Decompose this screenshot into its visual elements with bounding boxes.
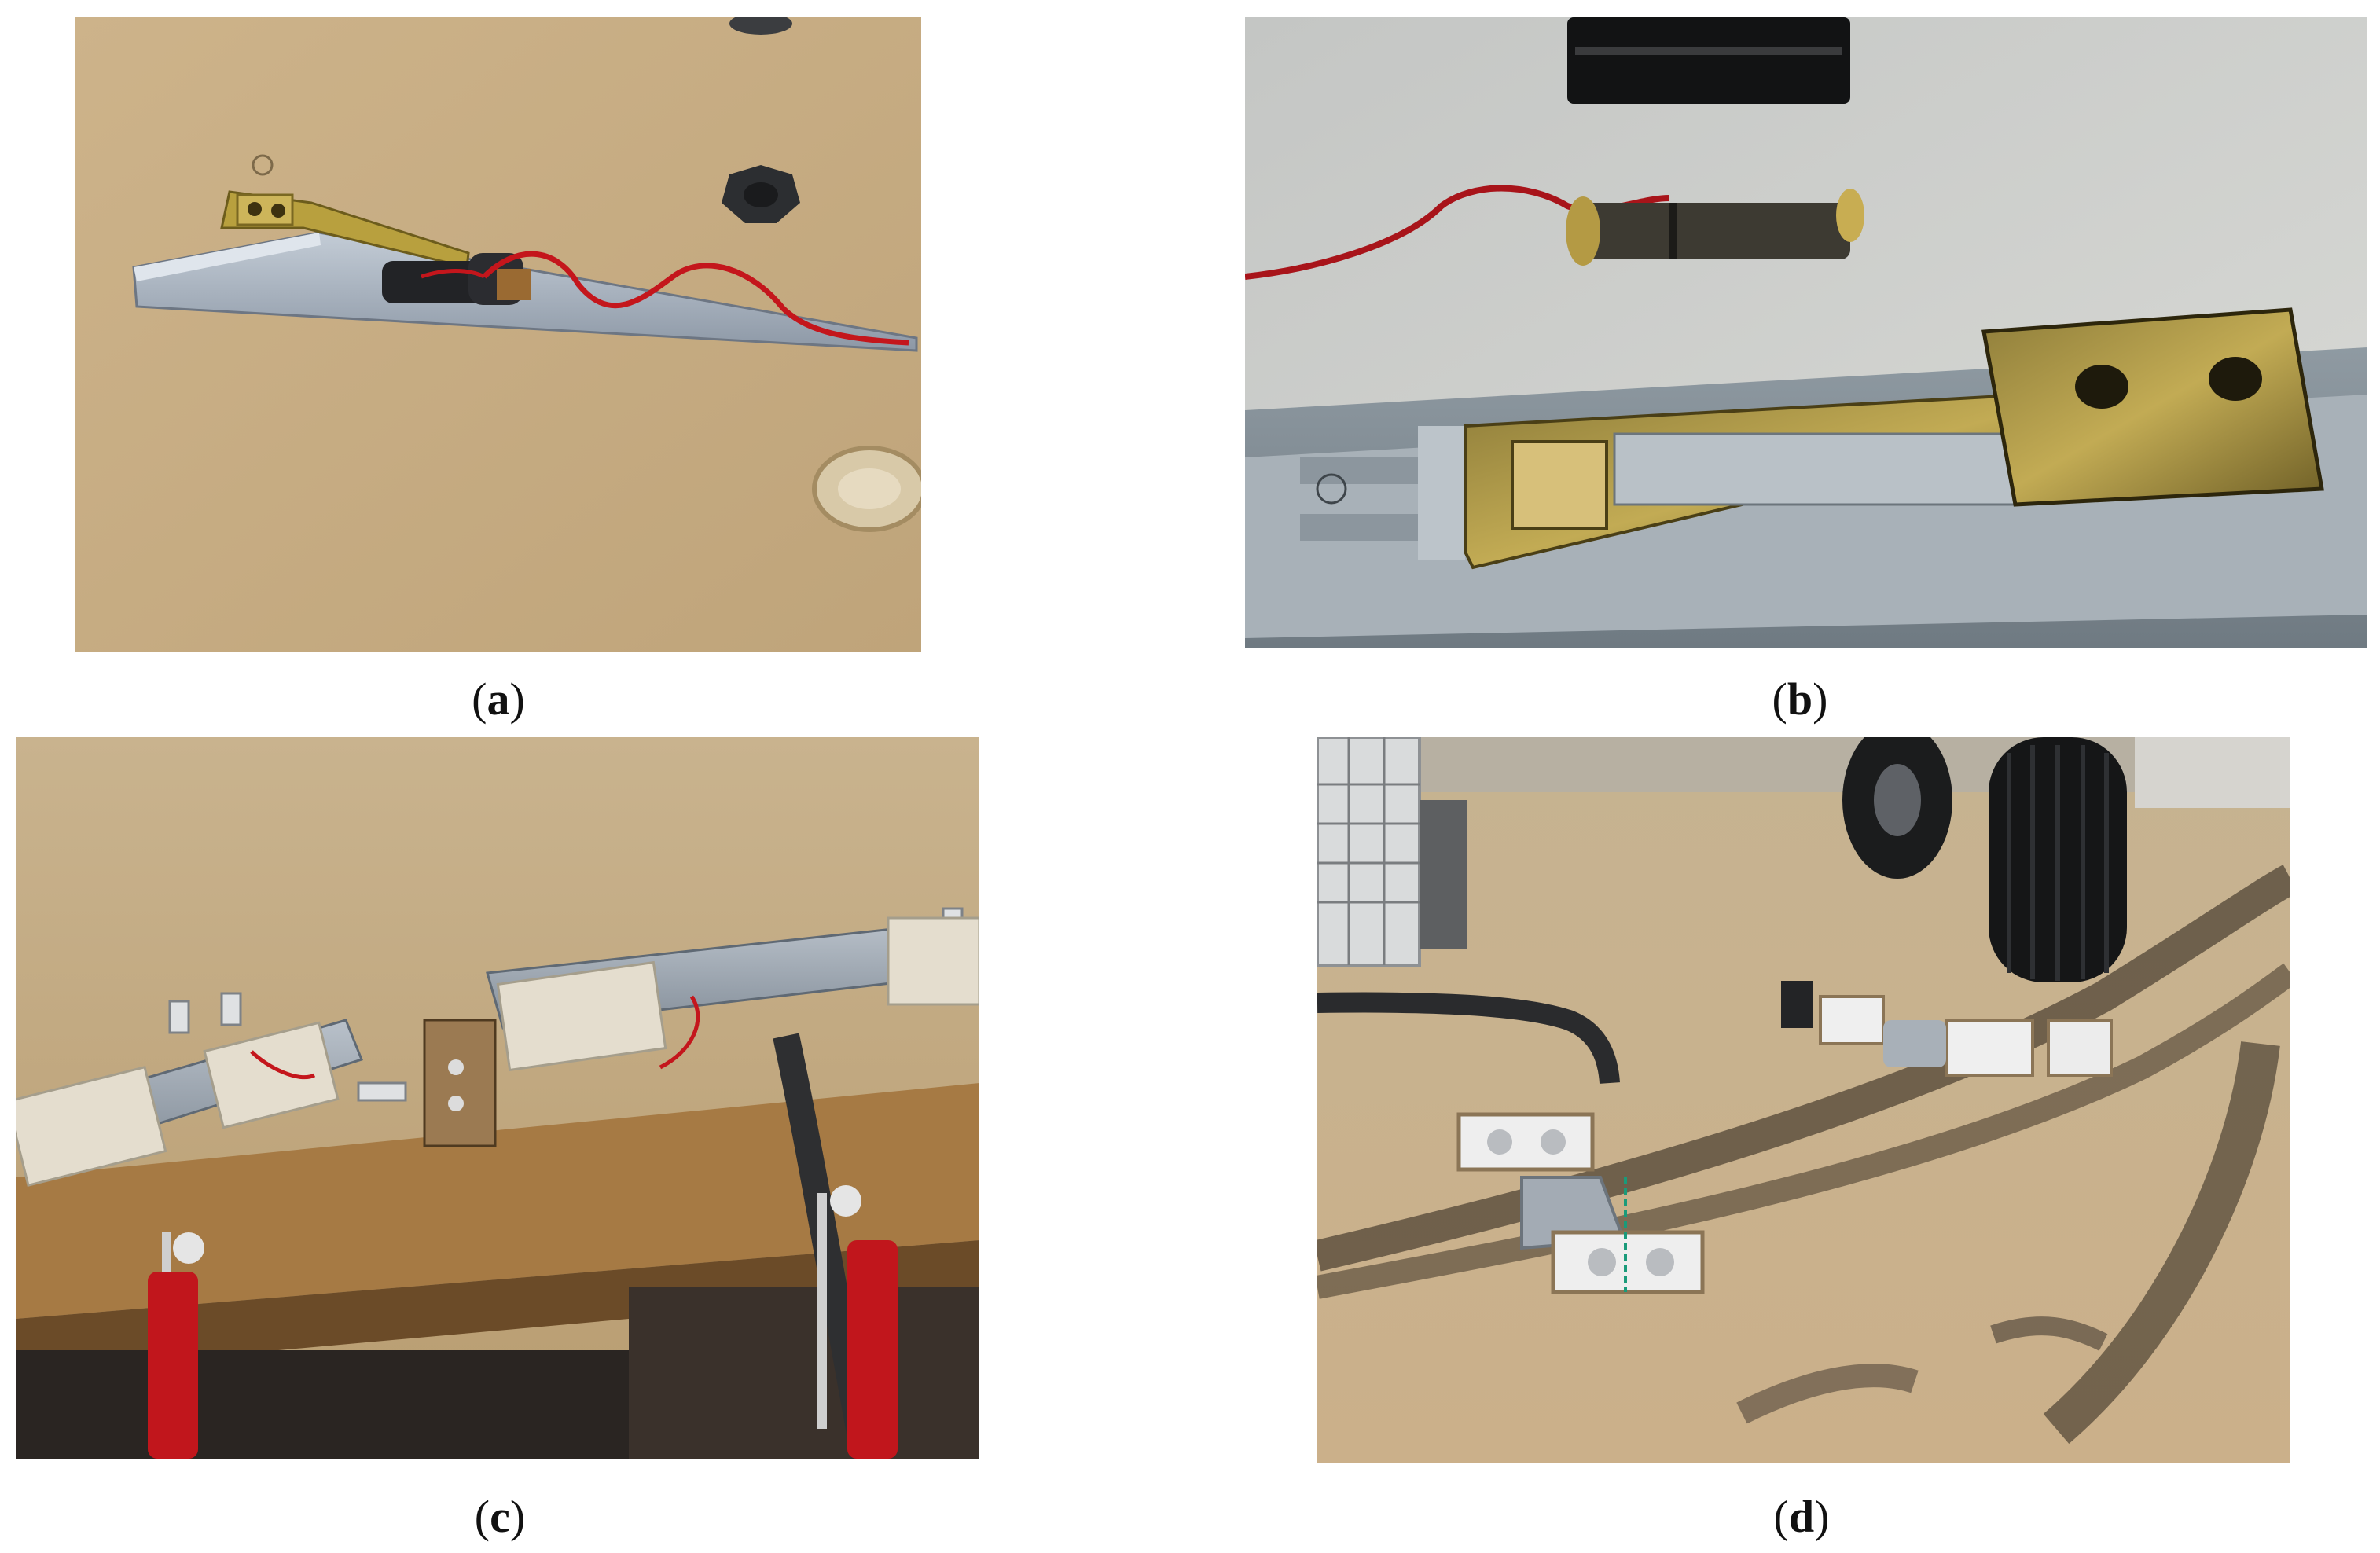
caption-letter: a [487, 674, 510, 725]
caption-c: (c) [421, 1485, 578, 1548]
caption-close-paren: ) [1814, 1491, 1830, 1542]
caption-open-paren: ( [1772, 674, 1787, 725]
caption-open-paren: ( [472, 674, 487, 725]
caption-letter: c [490, 1491, 510, 1542]
photo-panel-c [16, 737, 979, 1459]
caption-d: (d) [1723, 1485, 1880, 1548]
photo-panel-b [1245, 17, 2367, 648]
photo-c-illustration [16, 737, 979, 1459]
photo-b-illustration [1245, 17, 2367, 648]
photo-panel-d [1317, 737, 2290, 1463]
photo-a-illustration [75, 17, 921, 652]
caption-close-paren: ) [509, 674, 525, 725]
photo-panel-a [75, 17, 921, 652]
caption-a: (a) [420, 668, 577, 731]
caption-close-paren: ) [1813, 674, 1828, 725]
caption-close-paren: ) [509, 1491, 526, 1542]
photo-d-illustration [1317, 737, 2290, 1463]
caption-letter: d [1788, 1491, 1815, 1542]
caption-open-paren: ( [1773, 1491, 1789, 1542]
caption-open-paren: ( [474, 1491, 490, 1542]
caption-letter: b [1787, 674, 1813, 725]
caption-b: (b) [1721, 668, 1879, 731]
